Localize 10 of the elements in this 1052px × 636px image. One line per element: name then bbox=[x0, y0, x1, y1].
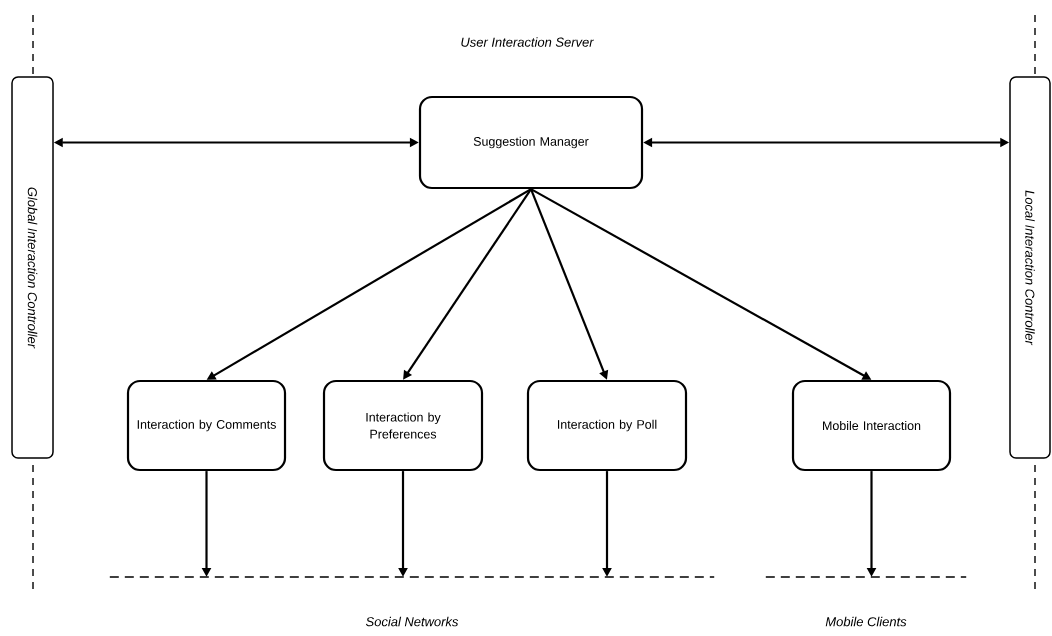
network-line: Mobile Clients bbox=[765, 576, 967, 627]
controller-bar: Global Interaction Controller bbox=[11, 76, 54, 459]
process-box: Mobile Interaction bbox=[791, 379, 952, 472]
process-box: Interaction by Poll bbox=[526, 379, 688, 472]
network-line: Social Networks bbox=[109, 576, 715, 627]
process-box: Interaction by Preferences bbox=[322, 379, 484, 472]
process-box: Suggestion Manager bbox=[418, 95, 644, 190]
controller-bar: Local Interaction Controller bbox=[1009, 76, 1051, 459]
region-label: User Interaction Server bbox=[461, 37, 594, 47]
process-box: Interaction by Comments bbox=[126, 379, 287, 472]
